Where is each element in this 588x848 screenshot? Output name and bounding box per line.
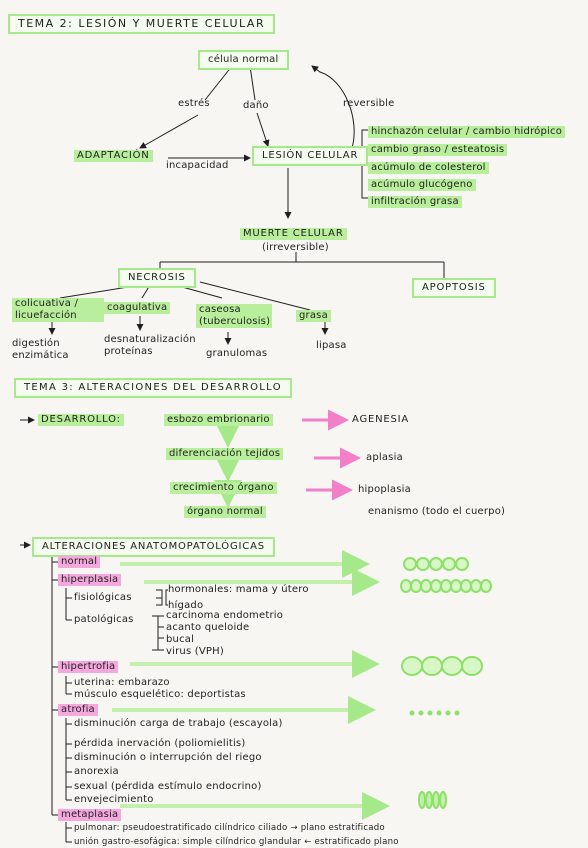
- stage-diferenciacion: diferenciación tejidos: [166, 448, 284, 460]
- necrosis-type: coagulativa: [104, 302, 171, 314]
- dano-label: daño: [243, 100, 269, 111]
- stage-organo-normal: órgano normal: [184, 506, 266, 518]
- reversible-label: reversible: [343, 98, 395, 109]
- defect-aplasia: aplasia: [366, 452, 403, 463]
- lesion-celular-node: LESIÓN CELULAR: [252, 146, 369, 166]
- necrosis-type: grasa: [296, 310, 331, 322]
- necrosis-result: granulomas: [206, 348, 268, 359]
- stage-crecimiento: crecimiento órgano: [170, 482, 277, 494]
- muerte-celular-node: MUERTE CELULAR: [240, 228, 347, 240]
- atrofia-item: disminución o interrupción del riego: [74, 752, 262, 763]
- atrofia-item: anorexia: [74, 766, 119, 777]
- defect-hipoplasia: hipoplasia: [358, 484, 411, 495]
- lesion-item: hinchazón celular / cambio hidrópico: [368, 126, 566, 138]
- normal-label: normal: [58, 556, 101, 568]
- hipertrofia-item: uterina: embarazo: [74, 677, 170, 688]
- lesion-item: acúmulo de colesterol: [368, 162, 489, 174]
- pato-item: carcinoma endometrio: [166, 610, 284, 621]
- necrosis-result: desnaturalización proteínas: [104, 334, 196, 357]
- hipertrofia-item: músculo esquelético: deportistas: [74, 689, 246, 700]
- necrosis-result: digestión enzimática: [12, 338, 69, 361]
- fisio-item: hígado: [168, 600, 204, 611]
- atrofia-item: envejecimiento: [74, 794, 154, 805]
- defect-agenesia: AGENESIA: [352, 414, 410, 425]
- atrofia-label: atrofia: [58, 704, 98, 716]
- atrofia-item: sexual (pérdida estímulo endocrino): [74, 781, 262, 792]
- pato-item: bucal: [166, 634, 195, 645]
- hipertrofia-label: hipertrofia: [58, 661, 119, 673]
- pato-item: virus (VPH): [166, 646, 224, 657]
- necrosis-type: caseosa (tuberculosis): [196, 304, 272, 328]
- stage-esbozo: esbozo embrionario: [164, 414, 273, 426]
- tema3-title: TEMA 3: ALTERACIONES DEL DESARROLLO: [14, 378, 292, 398]
- adaptacion-node: ADAPTACIÓN: [74, 150, 153, 162]
- atrofia-item: disminución carga de trabajo (escayola): [74, 718, 283, 729]
- lesion-item: infiltración grasa: [368, 196, 462, 208]
- atrofia-item: pérdida inervación (poliomielitis): [74, 738, 246, 749]
- tema2-title: TEMA 2: LESIÓN Y MUERTE CELULAR: [8, 14, 276, 34]
- necrosis-type: colicuativa / licuefacción: [12, 298, 104, 322]
- metaplasia-item: pulmonar: pseudoestratificado cilíndrico…: [74, 823, 385, 833]
- desarrollo-label: DESARROLLO:: [38, 414, 124, 426]
- lesion-item: cambio graso / esteatosis: [368, 144, 508, 156]
- metaplasia-item: unión gastro-esofágica: simple cilíndric…: [74, 837, 399, 847]
- incapacidad-label: incapacidad: [166, 160, 229, 171]
- hiperplasia-label: hiperplasia: [58, 574, 122, 586]
- patologicas-label: patológicas: [74, 614, 134, 625]
- fisiologicas-label: fisiológicas: [74, 592, 132, 603]
- anatomo-title: ALTERACIONES ANATOMOPATOLÓGICAS: [32, 537, 275, 557]
- necrosis-node: NECROSIS: [118, 268, 196, 288]
- pato-item: acanto queloide: [166, 622, 250, 633]
- enanismo-label: enanismo (todo el cuerpo): [368, 506, 506, 517]
- necrosis-result: lipasa: [316, 340, 347, 351]
- metaplasia-label: metaplasia: [58, 809, 122, 821]
- fisio-item: hormonales: mama y útero: [168, 584, 309, 595]
- irreversible-label: (irreversible): [262, 242, 329, 253]
- estres-label: estrés: [178, 98, 210, 109]
- lesion-item: acúmulo glucógeno: [368, 179, 476, 191]
- apoptosis-node: APOPTOSIS: [412, 278, 496, 298]
- celula-normal-node: célula normal: [198, 50, 289, 70]
